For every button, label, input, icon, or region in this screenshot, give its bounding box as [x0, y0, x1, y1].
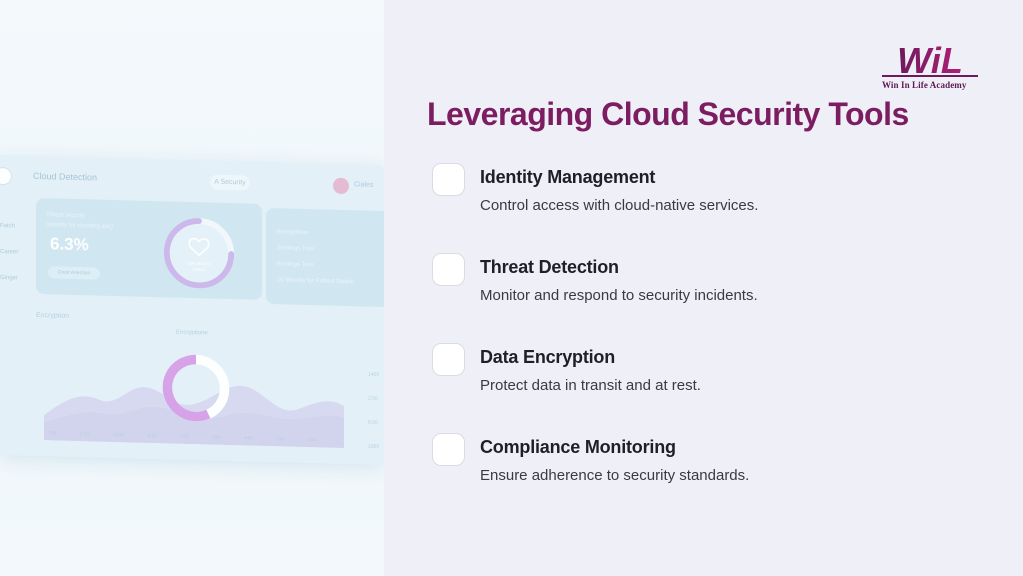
- threat-card-value: 6.3%: [50, 234, 89, 255]
- wil-logo-mark: WiL: [882, 42, 978, 78]
- chart-sublabel: Encryptione: [176, 329, 208, 337]
- dashboard-pill: A Security: [210, 174, 250, 191]
- dashboard-logo-icon: [0, 166, 12, 186]
- dashboard-title: Cloud Detection: [33, 170, 98, 183]
- security-ring-chart: Sell security Status: [163, 218, 235, 289]
- brand-logo: WiL Win In Life Academy: [880, 42, 980, 94]
- dashboard-user-name: Ciales: [354, 181, 374, 189]
- item-description: Control access with cloud-native service…: [480, 197, 759, 214]
- item-box-icon: [432, 433, 465, 466]
- threat-card-button: Crest Anection: [48, 266, 100, 280]
- item-box-icon: [432, 163, 465, 196]
- logo-caption: Win In Life Academy: [882, 80, 967, 90]
- item-box-icon: [432, 253, 465, 286]
- item-description: Protect data in transit and at rest.: [480, 377, 701, 394]
- dashboard-nav-item: Ginger: [0, 275, 19, 282]
- dashboard-nav: Fatch Career Ginger: [0, 213, 18, 291]
- svg-text:WiL: WiL: [897, 42, 963, 78]
- list-item: Compliance Monitoring Ensure adherence t…: [432, 433, 992, 503]
- dashboard-nav-item: Fatch: [0, 223, 16, 230]
- item-title: Compliance Monitoring: [480, 437, 676, 457]
- list-item: Data Encryption Protect data in transit …: [432, 343, 992, 413]
- item-description: Monitor and respond to security incident…: [480, 287, 758, 304]
- ring-caption: Sell security: [187, 261, 211, 267]
- chart-label: Encryption: [36, 311, 70, 320]
- heart-icon: [188, 237, 210, 257]
- list-item: Identity Management Control access with …: [432, 163, 992, 233]
- item-title: Data Encryption: [480, 347, 616, 367]
- item-description: Ensure adherence to security standards.: [480, 467, 750, 484]
- threat-card-caption: Threat security (intently for clouding a…: [46, 210, 113, 232]
- encryption-card: Encryptione Seetings Toss Enctings Tess …: [266, 207, 384, 308]
- dashboard-header: Cloud Detection A Security Ciales: [0, 166, 384, 199]
- item-title: Threat Detection: [480, 257, 619, 277]
- dashboard-mockup: Cloud Detection A Security Ciales Fatch …: [0, 155, 384, 466]
- item-box-icon: [432, 343, 465, 376]
- item-title: Identity Management: [480, 167, 656, 187]
- chart-y-axis: 1400 2:50 6:00 1000: [368, 363, 379, 459]
- user-avatar-icon: [333, 177, 349, 195]
- threat-card-caption-line: (intently for clouding aoc): [46, 222, 114, 230]
- page-title: Leveraging Cloud Security Tools: [427, 96, 909, 132]
- chart-y-tick: 1000: [368, 443, 380, 450]
- encryption-donut-chart: [162, 354, 230, 422]
- list-item: Threat Detection Monitor and respond to …: [432, 253, 992, 323]
- decorative-dashboard-image: Cloud Detection A Security Ciales Fatch …: [0, 0, 384, 576]
- threat-card: Threat security (intently for clouding a…: [36, 197, 262, 300]
- chart-y-tick: 1400: [368, 371, 380, 378]
- chart-y-tick: 6:00: [368, 419, 378, 426]
- encryption-card-row: 10 Womby for Fullted Statuls: [277, 277, 354, 286]
- chart-y-tick: 2:50: [368, 395, 378, 402]
- dashboard-nav-item: Career: [0, 249, 19, 256]
- ring-caption: Status: [193, 267, 206, 272]
- encryption-card-text: Encryptione Seetings Toss Enctings Tess …: [277, 224, 354, 290]
